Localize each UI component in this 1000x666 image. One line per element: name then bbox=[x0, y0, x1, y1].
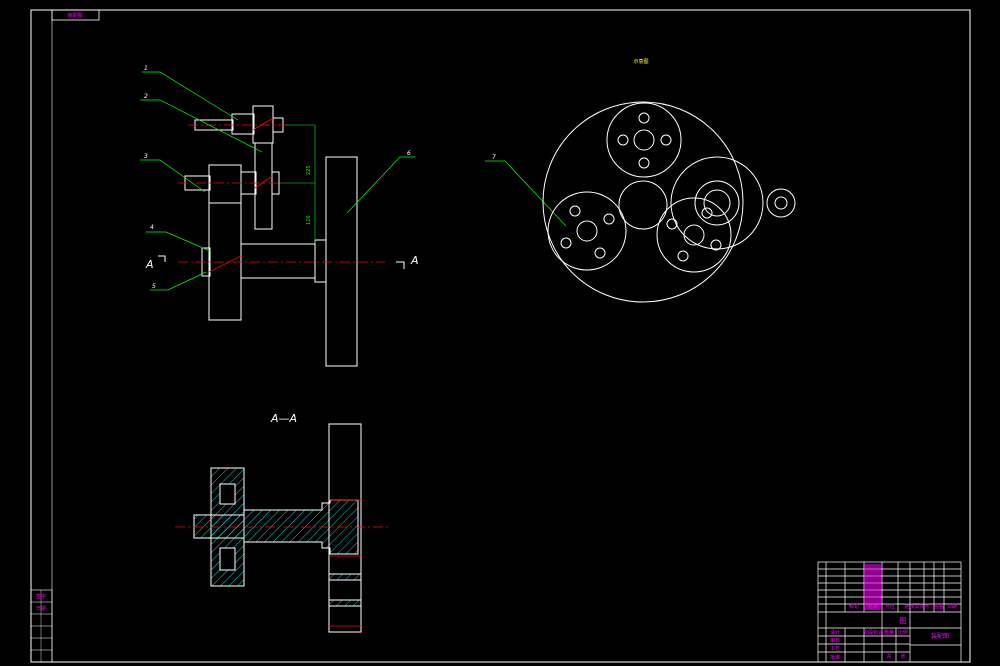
leader-2 bbox=[140, 99, 263, 153]
left-margin-table: 签字 日期 bbox=[30, 589, 53, 663]
leader-1 bbox=[142, 71, 239, 121]
planet-gear-left bbox=[547, 191, 627, 271]
section-marker-left: A bbox=[145, 255, 166, 271]
idler-gear-large bbox=[670, 156, 764, 250]
planet-top-hole-1 bbox=[638, 112, 650, 124]
planet-left-hole-4 bbox=[594, 247, 606, 259]
section-disc-tooth-1 bbox=[328, 573, 362, 581]
part-number-5: 5 bbox=[152, 283, 156, 290]
middle-gear-helix bbox=[254, 175, 273, 189]
planet-left-hole-1 bbox=[569, 205, 581, 217]
planet-right-hole-4 bbox=[677, 250, 689, 262]
planet-gear-left-bore bbox=[576, 220, 598, 242]
left-strip-cell-2: 日期 bbox=[36, 606, 46, 612]
front-view-centerlines bbox=[178, 124, 385, 263]
part-number-3: 3 bbox=[144, 153, 148, 160]
tb-cell-weight: 重量 bbox=[884, 629, 894, 636]
section-left-gear-void-bottom bbox=[219, 547, 236, 571]
planet-left-hole-3 bbox=[560, 237, 572, 249]
top-view-title: 示意图 bbox=[633, 58, 648, 65]
tb-cell-date: 日期 bbox=[947, 604, 957, 610]
planet-right-hole-1 bbox=[701, 207, 713, 219]
leader-6 bbox=[346, 156, 415, 214]
planet-top-hole-4 bbox=[638, 157, 650, 169]
part-number-2: 2 bbox=[144, 93, 148, 100]
idler-gear-bore bbox=[703, 189, 731, 217]
part-number-7: 7 bbox=[492, 154, 496, 161]
tb-title: 图 bbox=[900, 617, 907, 625]
tb-cell-change: 更改文件号 bbox=[904, 603, 929, 610]
section-marker-right: A bbox=[396, 254, 419, 269]
leader-lines bbox=[140, 71, 567, 291]
section-output-disc bbox=[328, 423, 362, 633]
left-strip-cell-1: 签字 bbox=[36, 593, 46, 600]
output-disc bbox=[325, 156, 358, 367]
part-number-1: 1 bbox=[144, 65, 148, 72]
ring-gear-circle bbox=[542, 101, 744, 303]
inner-frame-line bbox=[51, 9, 971, 663]
tb-cell-stage: 阶段标记 bbox=[863, 629, 883, 636]
leader-4 bbox=[146, 231, 211, 252]
top-view-schematic bbox=[542, 101, 796, 303]
top-gear-helix bbox=[252, 117, 274, 131]
top-left-tag-text: 装配图 bbox=[67, 12, 82, 19]
tb-cell-sign: 签名 bbox=[934, 603, 944, 610]
part-number-6: 6 bbox=[407, 150, 411, 157]
planet-right-hole-3 bbox=[710, 239, 722, 251]
parts-list-name-column bbox=[864, 564, 881, 610]
section-shaft bbox=[193, 499, 359, 555]
small-pinion-bore bbox=[774, 196, 788, 210]
dimension-text-1: 225 bbox=[306, 165, 312, 175]
tb-cell-process: 工艺 bbox=[830, 646, 840, 652]
dimension-text-2: 120 bbox=[306, 215, 312, 225]
planet-right-hole-2 bbox=[666, 218, 678, 230]
leader-5 bbox=[150, 271, 207, 291]
tb-cell-design: 设计 bbox=[830, 629, 840, 636]
leader-3 bbox=[140, 159, 206, 193]
sun-gear-circle bbox=[618, 180, 668, 230]
tb-cell-approve: 批准 bbox=[830, 654, 840, 661]
leader-7 bbox=[485, 160, 567, 227]
title-block bbox=[817, 561, 962, 663]
section-left-gear-void-top bbox=[219, 483, 236, 505]
tb-cell-total: 共 bbox=[886, 653, 891, 660]
tb-drawing-name: 装配图 bbox=[931, 632, 949, 640]
planet-top-hole-2 bbox=[617, 134, 629, 146]
planet-gear-right bbox=[656, 197, 732, 273]
planet-left-hole-2 bbox=[603, 213, 615, 225]
top-shaft-hub bbox=[231, 113, 255, 135]
idler-gear-hub bbox=[694, 180, 740, 226]
tb-cell-zone: 分区 bbox=[885, 603, 895, 610]
tb-cell-mark: 标记 bbox=[849, 603, 859, 610]
tb-cell-review: 审核 bbox=[830, 637, 840, 644]
tb-cell-sheet: 张 bbox=[900, 653, 905, 660]
small-pinion bbox=[766, 188, 796, 218]
planet-gear-top-bore bbox=[633, 129, 655, 151]
bottom-gear-helix bbox=[208, 255, 242, 273]
section-disc-tooth-2 bbox=[328, 599, 362, 607]
top-left-tag: 装配图 bbox=[51, 9, 100, 21]
planet-gear-top bbox=[606, 102, 682, 178]
planet-top-hole-3 bbox=[660, 134, 672, 146]
part-number-4: 4 bbox=[150, 224, 154, 231]
title-block-texts: 标记 处数 分区 更改文件号 签名 日期 设计 审核 工艺 批准 阶段标记 重量… bbox=[830, 564, 957, 661]
svg-text:A: A bbox=[145, 258, 154, 271]
section-title: A—A bbox=[270, 412, 297, 425]
tb-cell-scale: 比例 bbox=[898, 629, 908, 636]
svg-text:A: A bbox=[410, 254, 419, 267]
tb-cell-count: 处数 bbox=[868, 603, 878, 610]
